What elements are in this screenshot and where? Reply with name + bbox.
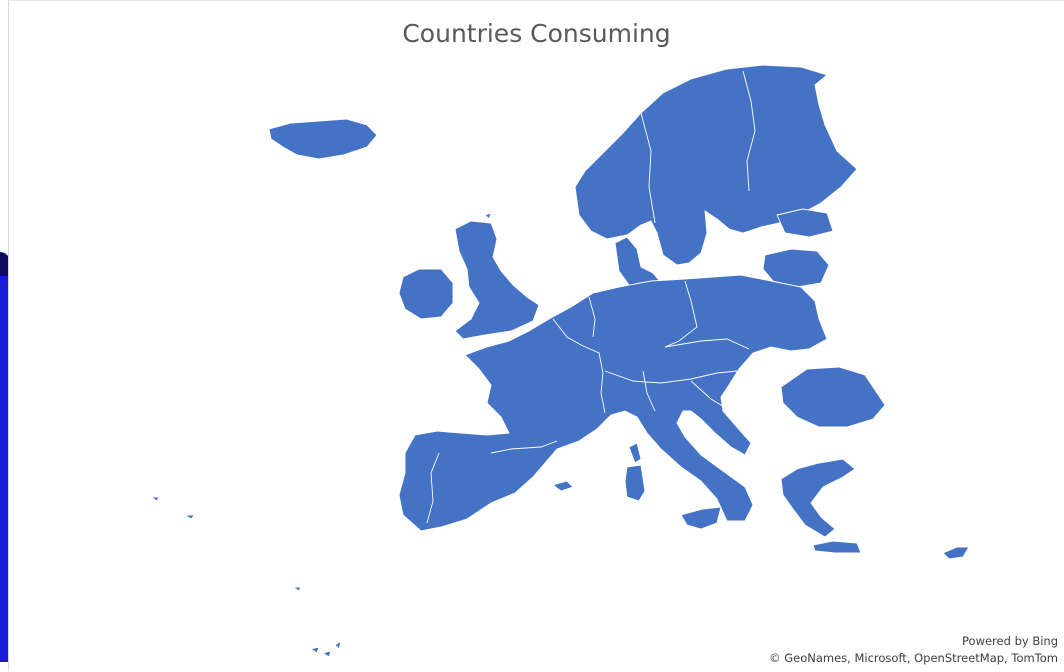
map-chart-frame[interactable]: Countries Consuming: [8, 0, 1064, 671]
region-corsica[interactable]: [628, 442, 642, 464]
region-mainland-europe[interactable]: [398, 274, 828, 532]
region-greece[interactable]: [780, 458, 856, 538]
region-sardinia[interactable]: [624, 464, 646, 502]
powered-by-label: Powered by Bing: [962, 634, 1058, 648]
region-sicily[interactable]: [680, 506, 722, 530]
region-cyprus[interactable]: [942, 546, 970, 560]
map-title: Countries Consuming: [402, 19, 671, 48]
region-faroe-islands[interactable]: [484, 212, 492, 220]
region-iceland[interactable]: [268, 118, 378, 160]
region-balearic-islands[interactable]: [552, 480, 574, 492]
region-estonia[interactable]: [776, 208, 834, 238]
map-credit-label: © GeoNames, Microsoft, OpenStreetMap, To…: [769, 651, 1058, 665]
region-latvia-lithuania[interactable]: [762, 248, 830, 288]
europe-map[interactable]: [9, 1, 1064, 672]
region-canary-islands[interactable]: [310, 640, 342, 658]
region-azores[interactable]: [150, 496, 196, 520]
region-romania[interactable]: [780, 366, 886, 428]
region-crete[interactable]: [812, 540, 862, 554]
region-madeira[interactable]: [292, 586, 302, 592]
region-great-britain[interactable]: [454, 220, 540, 340]
region-ireland[interactable]: [398, 268, 454, 320]
region-denmark[interactable]: [614, 236, 664, 292]
